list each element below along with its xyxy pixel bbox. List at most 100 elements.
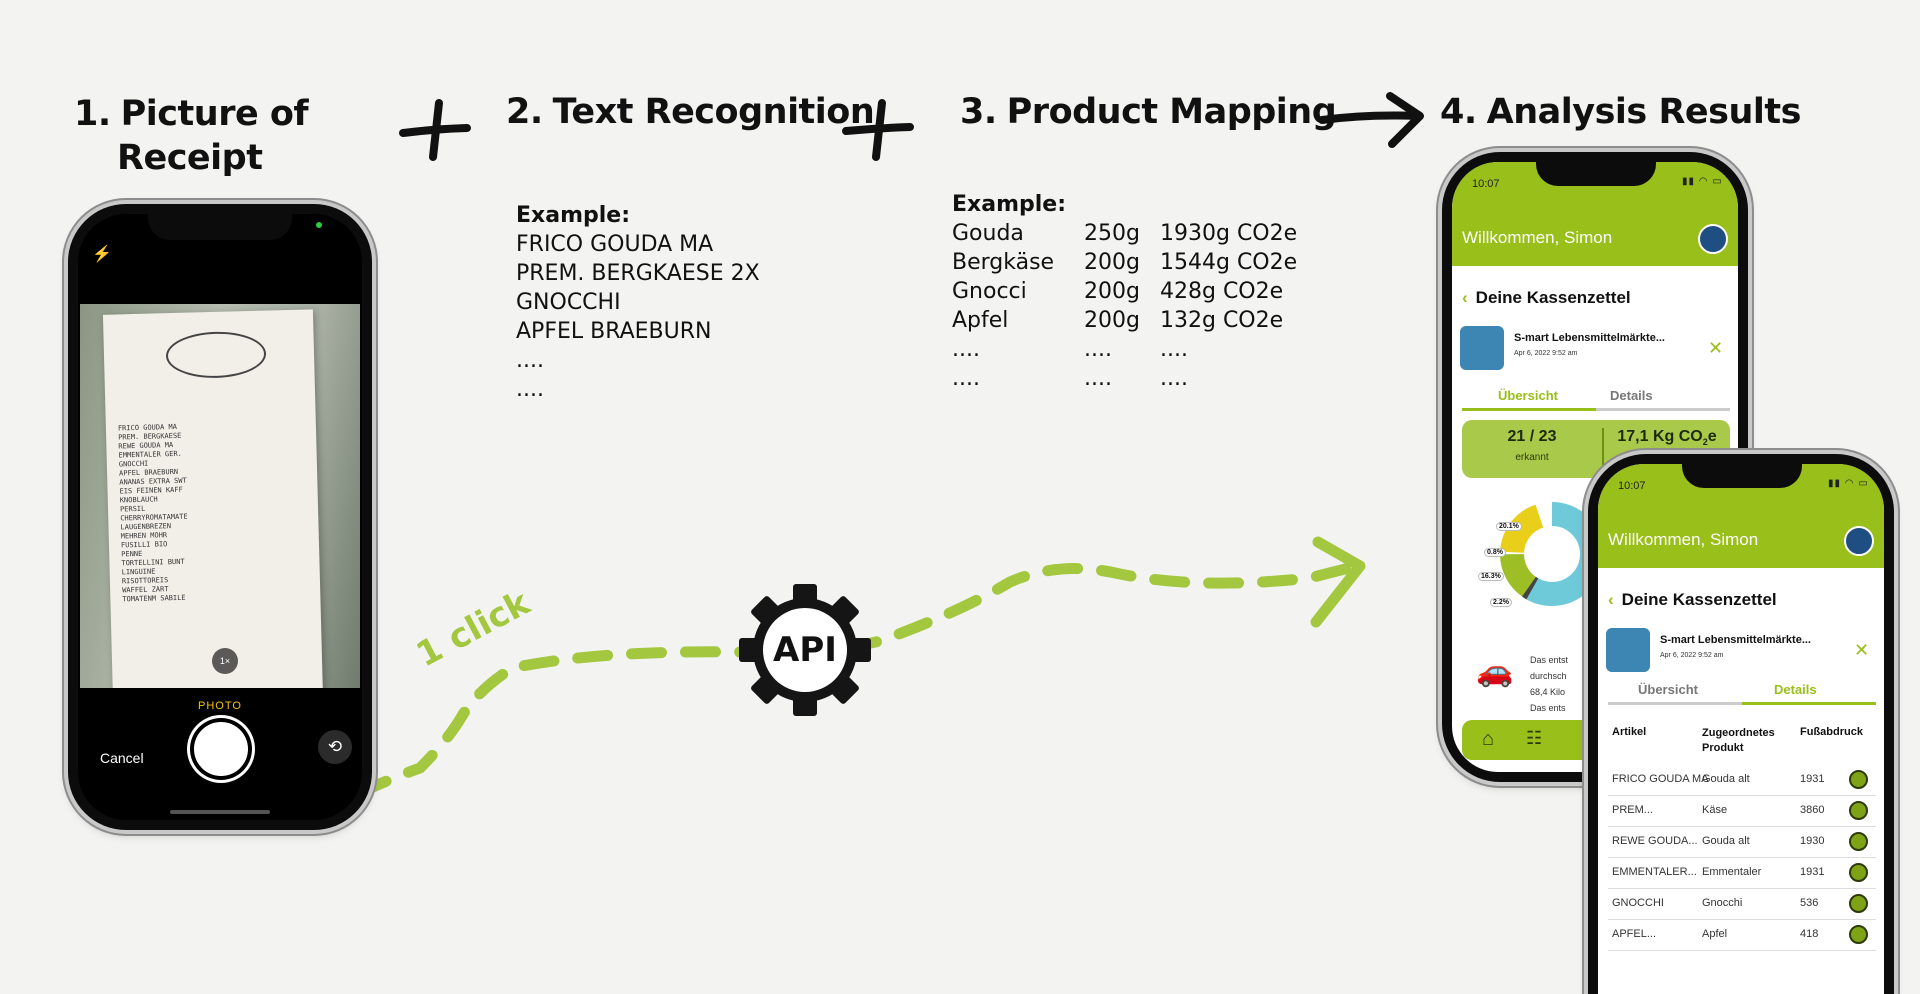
cell-product: Emmentaler bbox=[1702, 866, 1762, 878]
edit-pencil-icon[interactable] bbox=[1849, 832, 1868, 851]
plus-icon-2 bbox=[842, 99, 914, 161]
tab-details[interactable]: Details bbox=[1610, 388, 1653, 403]
back-chevron-icon[interactable]: ‹ bbox=[1462, 288, 1468, 307]
mapping-co2: 1544g CO2e bbox=[1160, 250, 1298, 275]
tab-underline-active bbox=[1742, 702, 1876, 705]
receipt-date: Apr 6, 2022 9:52 am bbox=[1660, 652, 1724, 659]
receipt-date: Apr 6, 2022 9:52 am bbox=[1514, 350, 1578, 357]
tab-overview[interactable]: Übersicht bbox=[1498, 388, 1558, 403]
status-time: 10:07 bbox=[1472, 178, 1500, 190]
mapping-co2: 132g CO2e bbox=[1160, 308, 1284, 333]
status-icons: ▮▮ ◠ ▭ bbox=[1828, 478, 1869, 489]
edit-pencil-icon[interactable] bbox=[1849, 801, 1868, 820]
mapping-product: .... bbox=[952, 337, 980, 362]
tab-overview[interactable]: Übersicht bbox=[1638, 682, 1698, 697]
shutter-button[interactable] bbox=[194, 722, 248, 776]
example-heading: Example: bbox=[516, 203, 630, 228]
mapping-weight: 200g bbox=[1084, 308, 1140, 333]
tab-underline bbox=[1462, 408, 1730, 411]
table-row[interactable]: GNOCCHI Gnocchi 536 bbox=[1608, 888, 1876, 920]
pie-label: 2.2% bbox=[1490, 598, 1512, 607]
receipt-lines: FRICO GOUDA MA PREM. BERGKAESE REWE GOUD… bbox=[118, 423, 190, 605]
step-1-title: 1.Picture of Receipt bbox=[74, 92, 309, 180]
cell-article: REWE GOUDA... bbox=[1612, 835, 1698, 847]
cell-article: FRICO GOUDA MA bbox=[1612, 773, 1709, 785]
cancel-button[interactable]: Cancel bbox=[100, 750, 144, 766]
page-header: ‹Deine Kassenzettel bbox=[1608, 590, 1777, 610]
page-title: Deine Kassenzettel bbox=[1475, 288, 1631, 307]
app-header: 10:07 ▮▮ ◠ ▭ Willkommen, Simon bbox=[1598, 464, 1884, 568]
arrow-right-icon bbox=[1318, 92, 1424, 148]
welcome-title: Willkommen, Simon bbox=[1608, 530, 1759, 549]
home-icon[interactable]: ⌂ bbox=[1482, 728, 1495, 750]
text-recognition-example: Example: FRICO GOUDA MA PREM. BERGKAESE … bbox=[516, 201, 760, 404]
example-heading: Example: bbox=[952, 192, 1066, 217]
co2-subscript: 2 bbox=[1702, 437, 1708, 448]
mapping-product: Gouda bbox=[952, 221, 1024, 246]
ocr-line: PREM. BERGKAESE 2X bbox=[516, 261, 760, 286]
gear-icon bbox=[739, 584, 871, 716]
cell-article: APFEL... bbox=[1612, 928, 1657, 940]
close-icon[interactable]: ✕ bbox=[1854, 640, 1870, 660]
status-icons: ▮▮ ◠ ▭ bbox=[1682, 176, 1723, 187]
pie-label: 20.1% bbox=[1496, 522, 1522, 531]
info-line: durchsch bbox=[1530, 671, 1567, 681]
zoom-button[interactable]: 1× bbox=[212, 648, 238, 674]
edit-pencil-icon[interactable] bbox=[1849, 770, 1868, 789]
ocr-line: APFEL BRAEBURN bbox=[516, 319, 712, 344]
cell-product: Käse bbox=[1702, 804, 1728, 816]
cell-footprint: 536 bbox=[1800, 897, 1819, 909]
mapping-weight: .... bbox=[1084, 366, 1112, 391]
info-line: 68,4 Kilo bbox=[1530, 687, 1566, 697]
plus-icon bbox=[399, 99, 471, 161]
avatar-icon[interactable] bbox=[1844, 526, 1874, 556]
store-name: S-mart Lebensmittelmärkte... bbox=[1660, 634, 1811, 646]
edit-pencil-icon[interactable] bbox=[1849, 925, 1868, 944]
step-3-title-text: Product Mapping bbox=[1006, 92, 1337, 132]
api-gear: API bbox=[737, 582, 873, 718]
cell-footprint: 418 bbox=[1800, 928, 1819, 940]
flash-icon[interactable]: ⚡ bbox=[92, 246, 112, 263]
cell-article: GNOCCHI bbox=[1612, 897, 1664, 909]
welcome-title: Willkommen, Simon bbox=[1462, 228, 1613, 247]
receipt-line: TOMATENM SABILE bbox=[122, 593, 186, 604]
recognized-label: erkannt bbox=[1515, 452, 1549, 463]
page-header: ‹ Deine Kassenzettel bbox=[1462, 288, 1631, 308]
step-3-number: 3. bbox=[960, 92, 997, 132]
edit-pencil-icon[interactable] bbox=[1849, 894, 1868, 913]
camera-mode-label[interactable]: PHOTO bbox=[198, 700, 242, 712]
cell-footprint: 1931 bbox=[1800, 773, 1825, 785]
phone-notch bbox=[1682, 464, 1802, 488]
back-chevron-icon[interactable]: ‹ bbox=[1608, 590, 1614, 609]
tab-details[interactable]: Details bbox=[1774, 682, 1817, 697]
pie-label: 16.3% bbox=[1478, 572, 1504, 581]
ocr-line: GNOCCHI bbox=[516, 290, 621, 315]
cell-product: Gouda alt bbox=[1702, 773, 1750, 785]
card-divider bbox=[1602, 428, 1604, 470]
step-4-number: 4. bbox=[1440, 92, 1477, 132]
step-1-title-line2: Receipt bbox=[117, 138, 263, 178]
step-2-title-text: Text Recognition bbox=[552, 92, 875, 132]
co2-total: 17,1 Kg CO2e bbox=[1604, 428, 1730, 447]
step-1-number: 1. bbox=[74, 94, 111, 134]
results-phone-details: 10:07 ▮▮ ◠ ▭ Willkommen, Simon ‹Deine Ka… bbox=[1588, 454, 1894, 994]
mapping-weight: .... bbox=[1084, 337, 1112, 362]
edit-pencil-icon[interactable] bbox=[1849, 863, 1868, 882]
list-icon[interactable]: ☷ bbox=[1526, 728, 1543, 748]
avatar-icon[interactable] bbox=[1698, 224, 1728, 254]
recognized-count: 21 / 23 bbox=[1507, 428, 1557, 445]
close-icon[interactable]: ✕ bbox=[1708, 338, 1724, 358]
document-icon bbox=[1460, 326, 1504, 370]
col-header-footprint: Fußabdruck bbox=[1800, 726, 1863, 738]
camera-viewfinder[interactable]: FRICO GOUDA MA PREM. BERGKAESE REWE GOUD… bbox=[80, 304, 360, 688]
cell-product: Gnocchi bbox=[1702, 897, 1743, 909]
status-time: 10:07 bbox=[1618, 480, 1646, 492]
switch-camera-icon[interactable]: ⟲ bbox=[318, 730, 352, 764]
step-1-title-line1: Picture of bbox=[120, 94, 309, 134]
